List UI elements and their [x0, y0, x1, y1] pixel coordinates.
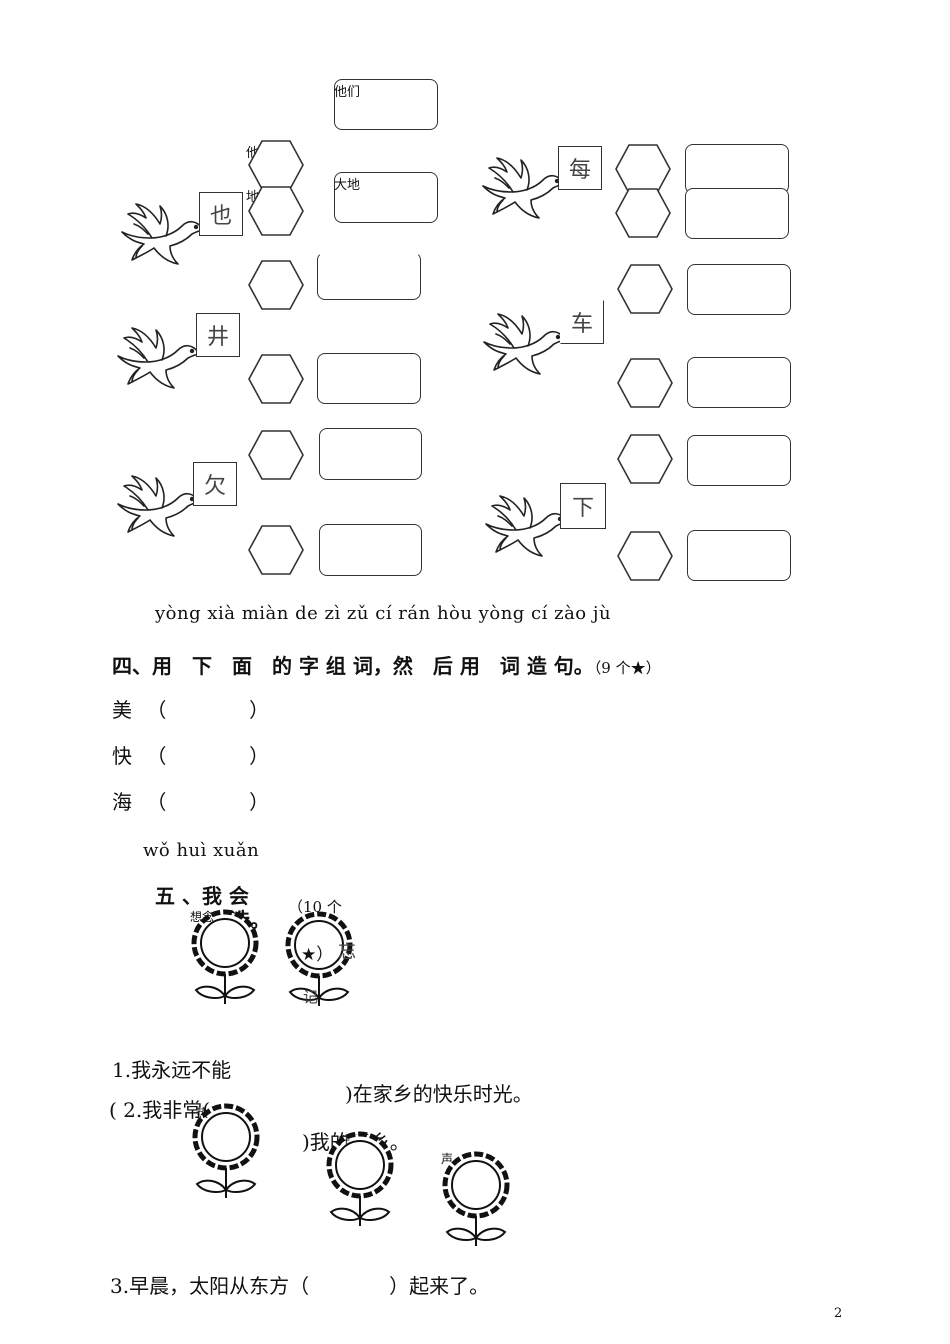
open-paren: （: [146, 790, 167, 814]
hexagon-blank[interactable]: [617, 264, 673, 314]
flower-label-wang: 忘: [338, 942, 356, 963]
flower-icon: [325, 1130, 395, 1230]
word-box[interactable]: [687, 264, 791, 315]
section5-pinyin: wǒ huì xuǎn: [143, 840, 260, 861]
hexagon-blank[interactable]: [248, 140, 304, 190]
flower-label-ji: 记: [303, 988, 319, 1006]
hexagon-blank[interactable]: [248, 260, 304, 310]
close-paren: ）: [249, 744, 270, 768]
hexagon-blank[interactable]: [248, 354, 304, 404]
flower-label-re: 热: [196, 1106, 209, 1120]
hexagon-blank[interactable]: [617, 531, 673, 581]
word-item-char: 海: [112, 790, 132, 814]
word-box[interactable]: [687, 530, 791, 581]
section5-note-1: （10 个: [288, 898, 342, 916]
flower-label-sheng: 升: [338, 1134, 351, 1148]
section5-note-2: ★）: [301, 945, 334, 965]
hexagon-blank[interactable]: [615, 188, 671, 238]
word-item-char: 快: [112, 744, 132, 768]
word-box[interactable]: [317, 252, 421, 300]
word-box[interactable]: [317, 353, 421, 404]
char-box-che: 车: [560, 300, 604, 344]
section4-pinyin: yòng xià miàn de zì zǔ cí rán hòu yòng c…: [155, 603, 612, 624]
example-word-1: 他们: [334, 85, 361, 100]
hexagon-blank[interactable]: [248, 186, 304, 236]
char-box-mei: 每: [558, 146, 602, 190]
word-item: 海 （ ）: [112, 786, 269, 815]
section4-note: （9 个★）: [593, 659, 661, 677]
hexagon-blank[interactable]: [615, 144, 671, 194]
question-1-start: 1.我永远不能: [112, 1058, 232, 1082]
close-paren: ）: [249, 698, 270, 722]
word-item-char: 美: [112, 698, 132, 722]
open-paren: （: [146, 698, 167, 722]
word-box[interactable]: [334, 79, 438, 130]
open-paren: （: [146, 744, 167, 768]
word-box[interactable]: [685, 188, 789, 239]
question-2-start: ( 2.我非常(: [109, 1098, 211, 1122]
word-box[interactable]: [687, 357, 791, 408]
question-3: 3.早晨，太阳从东方（ ）起来了。: [110, 1274, 490, 1298]
close-paren: ）: [249, 790, 270, 814]
hexagon-blank[interactable]: [248, 525, 304, 575]
word-box[interactable]: [319, 524, 422, 576]
word-item: 快 （ ）: [112, 740, 269, 769]
word-box[interactable]: [319, 428, 422, 480]
word-box[interactable]: [687, 435, 791, 486]
char-box-qian: 欠: [193, 462, 237, 506]
dove-icon: [116, 198, 212, 268]
example-word-2: 大地: [334, 178, 361, 193]
flower-label-sheng2: 声: [441, 1152, 454, 1166]
char-box-ye: 也: [199, 192, 243, 236]
hexagon-blank[interactable]: [617, 434, 673, 484]
page-number: 2: [834, 1306, 843, 1321]
word-box[interactable]: [685, 144, 789, 194]
hexagon-blank[interactable]: [248, 430, 304, 480]
question-1-end: )在家乡的快乐时光。: [345, 1082, 533, 1106]
section4-heading: 四、用 下 面 的 字 组 词，然 后 用 词 造 句。（9 个★）: [112, 650, 661, 679]
word-box[interactable]: [334, 172, 438, 223]
char-box-jing: 井: [196, 313, 240, 357]
section4-heading-text: 四、用 下 面 的 字 组 词，然 后 用 词 造 句。: [112, 654, 594, 678]
dove-icon: [112, 322, 208, 392]
char-box-xia: 下: [560, 483, 606, 529]
flower-label-xiang: 想念: [190, 910, 215, 924]
word-item: 美 （ ）: [112, 694, 269, 723]
hexagon-blank[interactable]: [617, 358, 673, 408]
section5-heading: 五 、我 会: [155, 884, 249, 908]
